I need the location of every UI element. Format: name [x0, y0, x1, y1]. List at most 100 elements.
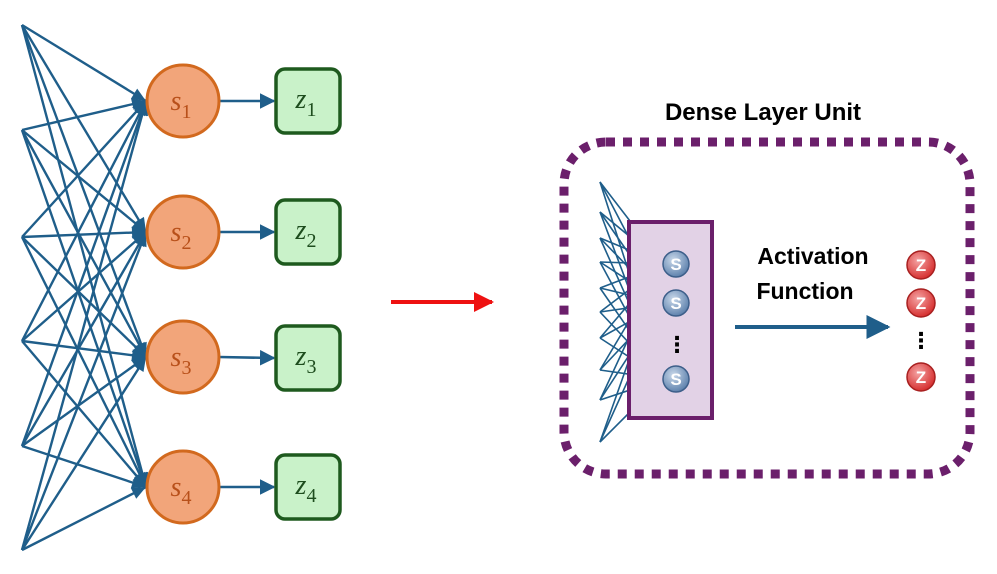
output-node-base: z	[295, 470, 307, 501]
input-edge	[21, 356, 147, 447]
input-edge	[21, 100, 147, 238]
mini-sum-ellipsis: ⋮	[666, 332, 688, 357]
input-edge	[21, 230, 147, 239]
mini-sum-circle	[662, 365, 690, 393]
input-edge	[20, 100, 148, 342]
sum-node-circle	[145, 449, 221, 525]
input-edge	[20, 100, 148, 551]
input-arrowhead	[130, 487, 146, 499]
sum-node-label: s1	[171, 86, 192, 123]
sum-node-circle	[145, 194, 221, 270]
output-node-subscript: 4	[306, 485, 316, 507]
mini-sum-node: S	[662, 365, 690, 393]
output-node-label: z2	[295, 215, 317, 252]
output-node-subscript: 2	[306, 230, 316, 252]
sum-node-base: s	[171, 86, 182, 117]
output-node-subscript: 1	[306, 99, 316, 121]
output-node: z1	[274, 67, 342, 135]
input-edge	[21, 485, 147, 552]
sum-to-output-arrow	[218, 349, 276, 366]
output-node-base: z	[295, 215, 307, 246]
output-node-base: z	[295, 341, 307, 372]
sum-node-base: s	[171, 217, 182, 248]
sum-node-base: s	[171, 342, 182, 373]
sum-node: s4	[145, 449, 221, 525]
input-edge	[21, 339, 147, 359]
input-edge	[20, 236, 148, 488]
sum-to-output-arrows	[218, 93, 276, 495]
mini-sum-circle	[662, 289, 690, 317]
input-connections	[20, 23, 148, 552]
input-edge	[20, 100, 148, 447]
input-arrowhead	[130, 88, 146, 101]
activation-label-line2: Function	[756, 278, 853, 304]
mini-sum-nodes: S S S	[662, 250, 690, 393]
mini-output-label: Z	[916, 294, 926, 313]
mini-sum-circle	[662, 250, 690, 278]
input-edge	[20, 231, 148, 447]
input-edge	[21, 99, 147, 132]
output-node-label: z3	[295, 341, 317, 378]
sum-node: s2	[145, 194, 221, 270]
sum-node-subscript: 3	[181, 357, 191, 379]
output-node: z4	[274, 453, 342, 521]
mini-sum-label: S	[670, 294, 681, 313]
input-arrowhead	[136, 101, 149, 117]
input-edge	[20, 24, 148, 488]
sum-node: s3	[145, 319, 221, 395]
sum-node: s1	[145, 63, 221, 139]
input-edge	[20, 356, 148, 551]
output-node-box	[274, 198, 342, 266]
input-edge	[20, 129, 148, 358]
mini-output-nodes: ZZZ	[906, 250, 936, 392]
mini-sum-node: S	[662, 250, 690, 278]
sum-node-base: s	[171, 472, 182, 503]
input-edge	[21, 444, 147, 489]
input-edge	[21, 231, 147, 342]
mini-output-ellipsis: ⋮	[910, 328, 932, 353]
mini-output-node: Z	[906, 250, 936, 280]
input-arrowhead	[133, 357, 146, 373]
sum-node-label: s4	[171, 472, 192, 509]
input-arrowheads	[130, 88, 149, 499]
output-node-box	[274, 453, 342, 521]
sum-node-subscript: 2	[181, 232, 191, 254]
mini-output-node: Z	[906, 362, 936, 392]
input-edge	[21, 236, 147, 358]
mini-output-label: Z	[916, 256, 926, 275]
output-node-label: z4	[295, 470, 317, 507]
dense-layer-title: Dense Layer Unit	[665, 99, 861, 126]
dense-layer-boundary	[559, 137, 975, 479]
output-node: z2	[274, 198, 342, 266]
output-node-subscript: 3	[306, 356, 316, 378]
input-arrowhead	[135, 232, 147, 248]
input-edge	[20, 24, 148, 233]
mini-sum-label: S	[670, 255, 681, 274]
mini-output-circle	[906, 362, 936, 392]
sum-node-label: s2	[171, 217, 192, 254]
output-node: z3	[274, 324, 342, 392]
input-edge	[20, 129, 148, 488]
input-arrowhead	[130, 476, 146, 489]
mini-output-circle	[906, 250, 936, 280]
input-arrowhead	[131, 349, 146, 362]
sum-node-label: s3	[171, 342, 192, 379]
activation-label-line1: Activation	[757, 243, 868, 269]
output-node-base: z	[295, 84, 307, 115]
input-edge	[21, 340, 147, 488]
mini-output-node: Z	[906, 288, 936, 318]
output-node-box	[274, 324, 342, 392]
sum-node-circle	[145, 63, 221, 139]
input-edge	[21, 129, 147, 233]
input-edge	[21, 23, 147, 103]
sum-node-subscript: 4	[181, 487, 191, 509]
mini-output-label: Z	[916, 368, 926, 387]
mini-sum-label: S	[670, 370, 681, 389]
input-arrowhead	[131, 342, 146, 357]
input-edge	[20, 24, 148, 358]
mini-output-circle	[906, 288, 936, 318]
output-node-box	[274, 67, 342, 135]
input-edge	[20, 231, 148, 551]
